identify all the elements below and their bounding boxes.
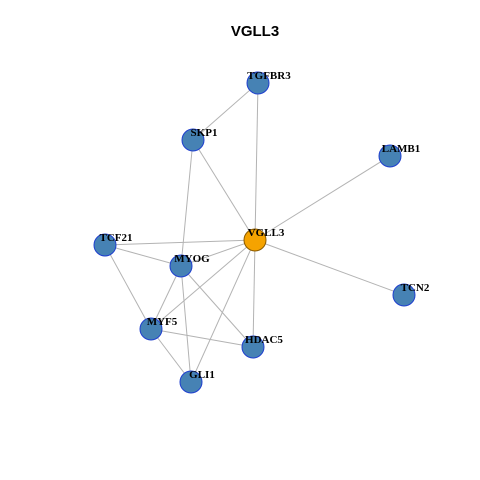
node-tgfbr3: [246, 71, 270, 95]
edge-myf5-hdac5: [150, 328, 254, 348]
node-label-tcf21: TCF21: [100, 232, 133, 244]
edge-tcf21-myog: [104, 244, 182, 267]
node-lamb1: [378, 144, 402, 168]
diagram-title: VGLL3: [231, 23, 279, 40]
edge-vgll3-hdac5: [252, 239, 256, 348]
node-tcf21: [93, 233, 117, 257]
node-gli1: [179, 370, 203, 394]
node-hdac5: [241, 335, 265, 359]
node-label-skp1: SKP1: [191, 127, 218, 139]
edge-skp1-myog: [180, 139, 194, 267]
edge-tgfbr3-skp1: [192, 82, 259, 141]
node-label-myog: MYOG: [174, 253, 210, 265]
node-label-myf5: MYF5: [147, 316, 178, 328]
node-label-hdac5: HDAC5: [245, 334, 283, 346]
node-label-tcn2: TCN2: [401, 282, 430, 294]
node-tcn2: [392, 283, 416, 307]
node-layer: [93, 71, 416, 394]
edge-lamb1-vgll3: [254, 155, 391, 241]
edge-tcf21-myf5: [104, 244, 152, 330]
edge-myog-gli1: [180, 265, 192, 383]
node-myf5: [139, 317, 163, 341]
node-vgll3: [243, 228, 267, 252]
edge-layer: [104, 82, 405, 383]
node-label-gli1: GLI1: [189, 369, 215, 381]
edge-myog-hdac5: [180, 265, 254, 348]
edge-tgfbr3-vgll3: [254, 82, 259, 241]
edge-vgll3-tcn2: [254, 239, 405, 296]
edge-myog-myf5: [150, 265, 182, 330]
node-myog: [169, 254, 193, 278]
node-label-lamb1: LAMB1: [382, 143, 421, 155]
edge-tcf21-vgll3: [104, 239, 256, 246]
edge-vgll3-myog: [180, 239, 256, 267]
node-label-tgfbr3: TGFBR3: [247, 70, 291, 82]
node-label-vgll3: VGLL3: [248, 227, 285, 239]
edge-vgll3-myf5: [150, 239, 256, 330]
edge-skp1-vgll3: [192, 139, 256, 241]
edge-vgll3-gli1: [190, 239, 256, 383]
node-skp1: [181, 128, 205, 152]
